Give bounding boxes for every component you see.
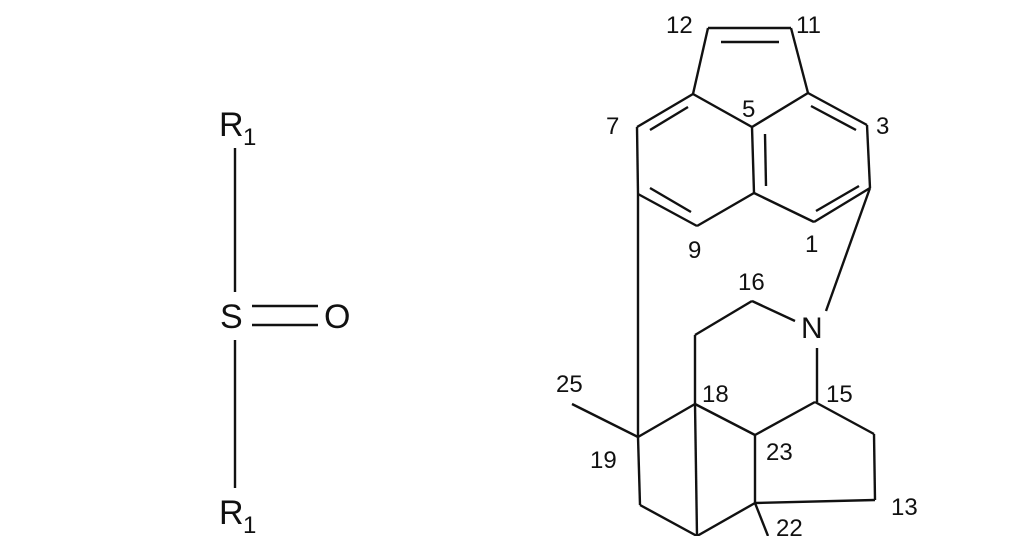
polycyclic-structure: N 12 11 5 7 3 9 1 16 25 18 15 19 23 13 2… xyxy=(556,12,918,536)
locant-5: 5 xyxy=(742,96,755,123)
r1-bottom-subscript: 1 xyxy=(243,512,256,536)
locant-9: 9 xyxy=(688,237,701,264)
locant-19: 19 xyxy=(590,447,617,474)
oxygen-atom-label: O xyxy=(324,298,350,336)
locant-1: 1 xyxy=(805,231,818,258)
locant-25: 25 xyxy=(556,371,583,398)
locant-11: 11 xyxy=(796,12,821,39)
locant-3: 3 xyxy=(876,113,889,140)
right-aromatic-ring xyxy=(751,91,872,224)
locant-23: 23 xyxy=(766,439,793,466)
sulfur-atom-label: S xyxy=(220,298,243,336)
sulfoxide-structure: R 1 S O R 1 xyxy=(219,106,350,536)
locant-7: 7 xyxy=(606,113,619,140)
r1-top-label: R xyxy=(219,106,244,144)
locant-labels: 12 11 5 7 3 9 1 16 25 18 15 19 23 13 22 xyxy=(556,12,918,536)
lower-cage xyxy=(571,400,877,536)
locant-15: 15 xyxy=(826,381,853,408)
n-ring xyxy=(693,299,819,404)
r1-top-subscript: 1 xyxy=(243,124,256,151)
locant-22: 22 xyxy=(776,515,803,536)
bond-c2-n xyxy=(824,187,872,312)
locant-13: 13 xyxy=(891,494,918,521)
locant-16: 16 xyxy=(738,269,765,296)
r1-bottom-label: R xyxy=(219,494,244,532)
central-ring-fusion-double-inner xyxy=(763,133,768,187)
left-aromatic-ring xyxy=(635,92,755,228)
nitrogen-atom-label: N xyxy=(801,312,823,345)
cyclopenta-ring xyxy=(691,26,810,95)
locant-12: 12 xyxy=(666,12,693,39)
locant-18: 18 xyxy=(702,381,729,408)
central-ring-fusion-bond xyxy=(750,126,756,194)
